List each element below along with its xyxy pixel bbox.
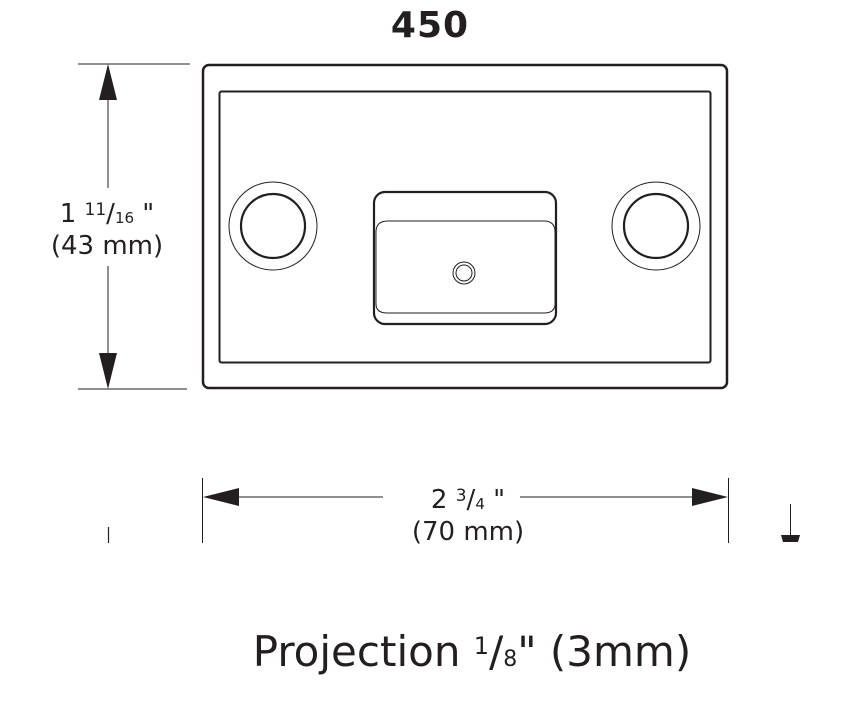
right-round-button xyxy=(611,181,701,271)
width-whole: 2 xyxy=(430,485,448,515)
center-block-upper-lip xyxy=(375,220,556,233)
width-inch-mark: " xyxy=(484,485,506,515)
width-frac-denominator: 4 xyxy=(475,495,485,513)
width-frac-numerator: 3 xyxy=(455,486,467,506)
outer-frame xyxy=(201,63,729,390)
center-block-lower-lip xyxy=(375,303,556,314)
right-bezel-ring xyxy=(611,181,701,271)
keyhole-inner-ring xyxy=(455,264,473,282)
width-imperial: 2 3/4 " xyxy=(383,482,553,518)
projection-inch-mark: " xyxy=(517,627,537,676)
right-button-face xyxy=(622,192,690,260)
width-dimension-label: 2 3/4 " (70 mm) xyxy=(383,482,553,546)
height-imperial: 1 11/16 " xyxy=(22,196,192,232)
projection-caption: Projection 1/8" (3mm) xyxy=(222,618,722,688)
inner-panel xyxy=(218,90,712,364)
model-number-title: 450 xyxy=(390,5,470,46)
arrow-down-icon xyxy=(99,353,117,389)
left-round-button xyxy=(228,181,318,271)
height-inch-mark: " xyxy=(134,199,155,229)
projection-indicator-icon xyxy=(781,504,800,542)
height-dimension-label: 1 11/16 " (43 mm) xyxy=(22,196,192,260)
projection-frac-separator: / xyxy=(489,627,504,676)
device-front-view xyxy=(201,63,729,390)
arrow-left-icon xyxy=(203,488,239,506)
height-frac-numerator: 11 xyxy=(84,200,107,220)
center-block-outline xyxy=(372,190,558,326)
height-metric: (43 mm) xyxy=(50,231,164,261)
width-metric: (70 mm) xyxy=(411,517,525,547)
width-dimension xyxy=(202,478,729,543)
projection-frac-numerator: 1 xyxy=(473,632,490,660)
keyhole-outer-ring xyxy=(452,261,476,285)
width-frac-separator: / xyxy=(466,485,476,515)
left-bezel-ring xyxy=(228,181,318,271)
height-dimension xyxy=(78,63,190,390)
left-button-face xyxy=(239,192,307,260)
arrow-up-icon xyxy=(99,64,117,100)
height-whole: 1 xyxy=(59,199,77,229)
projection-metric: (3mm) xyxy=(536,627,692,676)
projection-frac-denominator: 8 xyxy=(503,647,518,672)
projection-label: Projection xyxy=(252,627,474,676)
height-frac-separator: / xyxy=(106,199,115,229)
center-key-block xyxy=(372,190,558,326)
arrow-right-icon xyxy=(692,488,728,506)
height-frac-denominator: 16 xyxy=(114,209,135,227)
